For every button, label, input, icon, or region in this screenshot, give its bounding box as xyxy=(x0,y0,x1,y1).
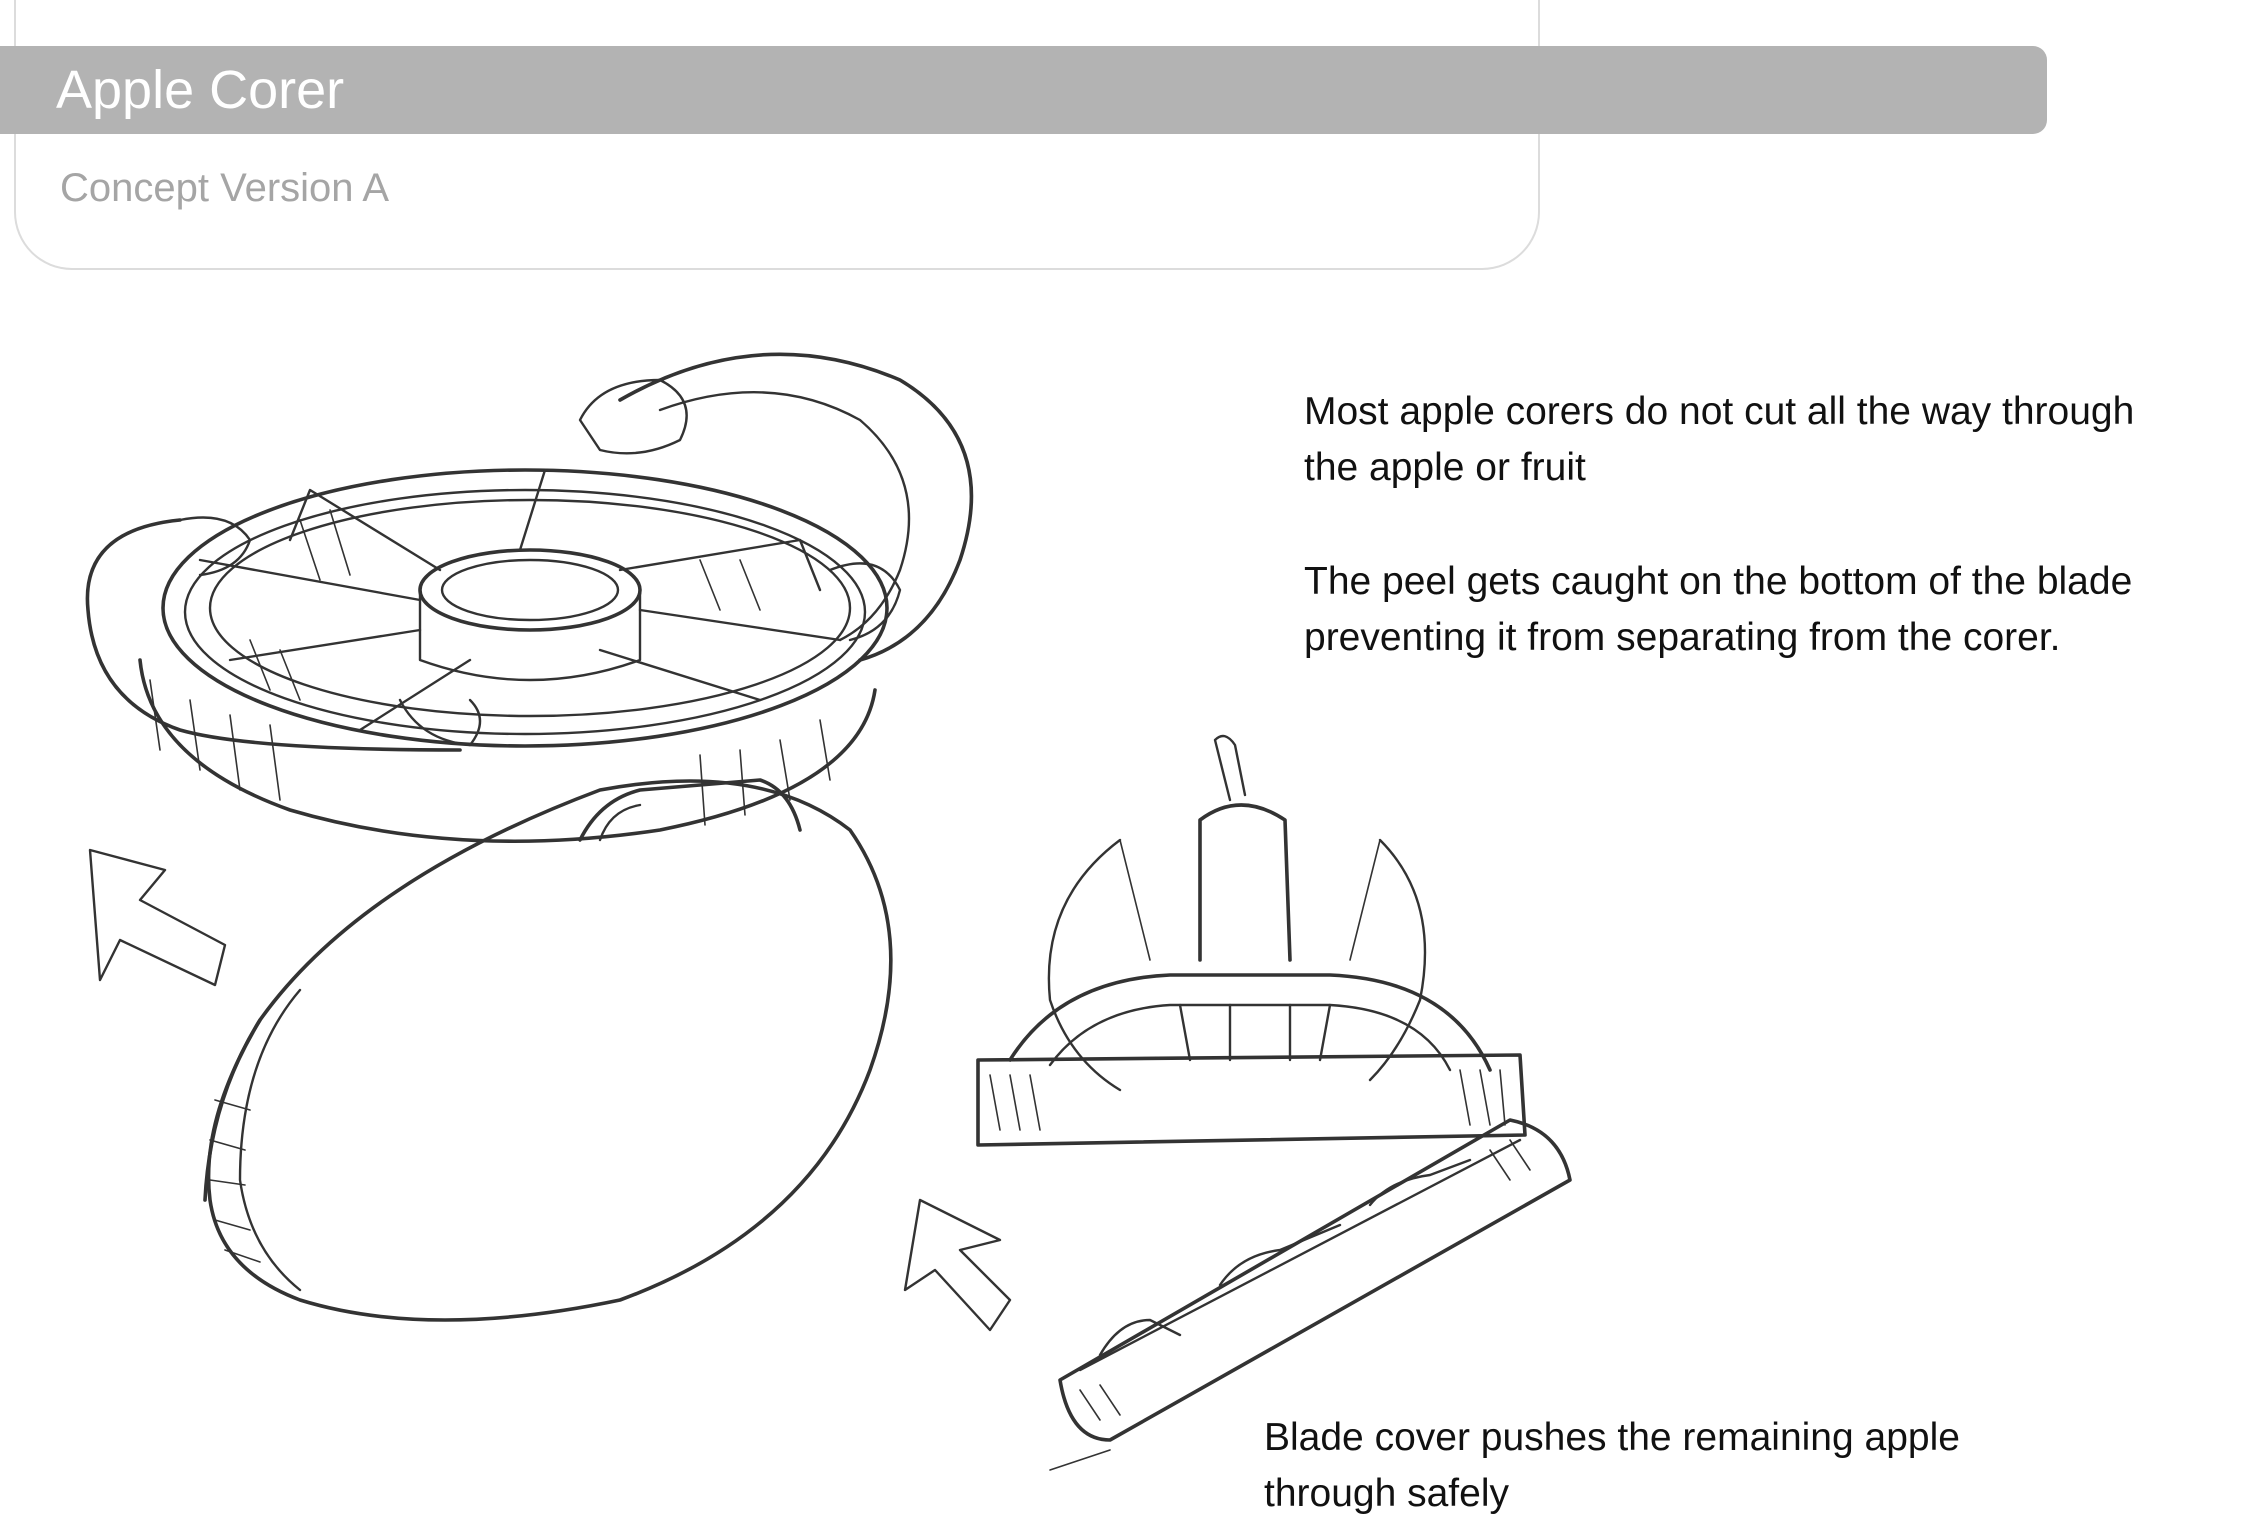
corer-top-view-sketch xyxy=(85,352,974,843)
note-solution: Blade cover pushes the remaining apple t… xyxy=(1264,1416,1960,1515)
arrow-up-icon xyxy=(903,1198,1012,1332)
page-title: Apple Corer xyxy=(56,60,345,120)
header-panel xyxy=(14,0,1540,270)
title-bar: Apple Corer xyxy=(0,46,2047,134)
corer-side-view-sketch xyxy=(976,734,1572,1471)
arrow-up-left-icon xyxy=(88,848,227,987)
note-problem: Most apple corers do not cut all the way… xyxy=(1304,390,2135,489)
note-cause: The peel gets caught on the bottom of th… xyxy=(1304,560,2133,659)
blade-cover-sketch xyxy=(203,778,893,1322)
page-subtitle: Concept Version A xyxy=(60,166,390,210)
